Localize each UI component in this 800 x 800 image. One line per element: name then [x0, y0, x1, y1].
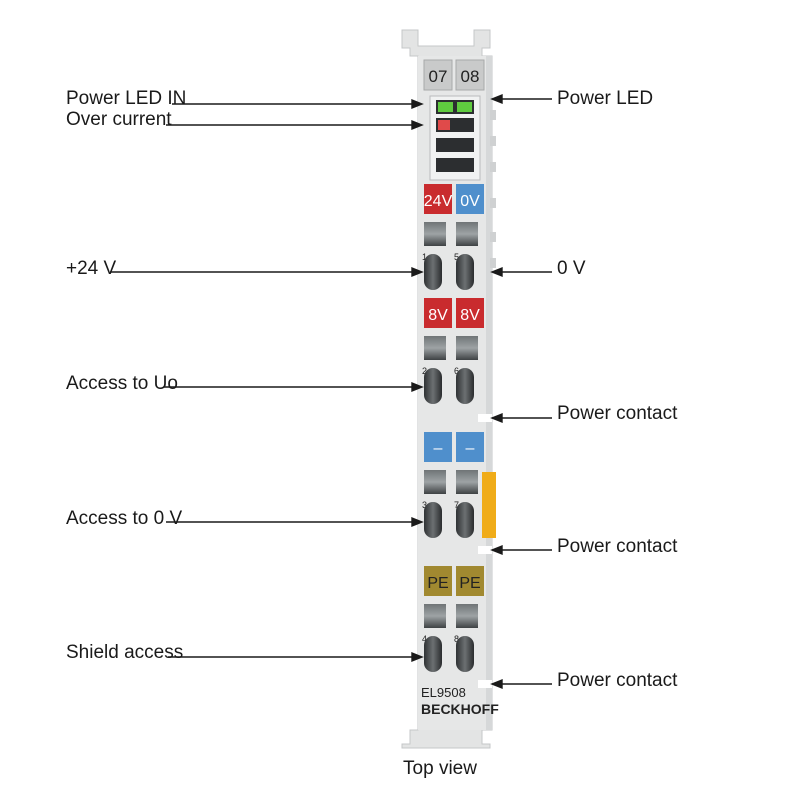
spring-contact-1[interactable] [424, 254, 442, 290]
pin-7-label: 7 [454, 500, 459, 510]
pin-5-label: 5 [454, 252, 459, 262]
callout-power-contact-1: Power contact [557, 403, 678, 424]
callout-shield-access: Shield access [66, 642, 184, 663]
pin-6-label: 6 [454, 366, 459, 376]
terminal-row-3: – – 3 7 [422, 432, 496, 538]
badge-minus-left: – [434, 440, 443, 457]
model-label: EL9508 [421, 685, 466, 700]
callout-power-led: Power LED [557, 88, 654, 109]
power-led-indicator [457, 102, 472, 112]
badge-minus-right: – [466, 440, 475, 457]
channel-tags: 07 08 [423, 59, 485, 91]
orange-release-tab[interactable] [482, 472, 496, 538]
callout-plus-24v: +24 V [66, 258, 117, 279]
spring-contact-5[interactable] [456, 254, 474, 290]
callout-access-0v: Access to 0 V [66, 508, 183, 529]
callout-0v: 0 V [557, 258, 586, 279]
pin-1-label: 1 [422, 252, 427, 262]
led-panel [429, 95, 481, 181]
badge-0v: 0V [460, 193, 480, 210]
brand-logo: BECKHOFF [421, 701, 499, 717]
power-led-in-indicator [438, 102, 453, 112]
callout-power-led-in: Power LED IN [66, 88, 187, 109]
callout-access-uo: Access to Uo [66, 373, 178, 394]
spring-contact-4[interactable] [424, 636, 442, 672]
terminal-row-1: 24V 0V 1 5 [422, 184, 484, 290]
badge-24v: 24V [424, 193, 453, 210]
spring-contact-2[interactable] [424, 368, 442, 404]
terminal-row-2: 8V 8V 2 6 [422, 298, 484, 404]
badge-pe-right: PE [459, 575, 480, 592]
callout-power-contact-3: Power contact [557, 670, 678, 691]
spring-contact-7[interactable] [456, 502, 474, 538]
figure-caption: Top view [403, 758, 477, 779]
spring-contact-8[interactable] [456, 636, 474, 672]
callout-power-contact-2: Power contact [557, 536, 678, 557]
over-current-indicator [438, 120, 450, 130]
callout-over-current: Over current [66, 109, 172, 130]
pin-2-label: 2 [422, 366, 427, 376]
spring-contact-6[interactable] [456, 368, 474, 404]
pin-3-label: 3 [422, 500, 427, 510]
badge-pe-left: PE [427, 575, 448, 592]
leader-lines [110, 93, 552, 690]
pin-8-label: 8 [454, 634, 459, 644]
channel-left-label: 07 [429, 67, 448, 86]
terminal-row-4: PE PE 4 8 [422, 566, 484, 672]
spring-contact-3[interactable] [424, 502, 442, 538]
badge-8v-right: 8V [460, 307, 480, 324]
channel-right-label: 08 [461, 67, 480, 86]
badge-8v-left: 8V [428, 307, 448, 324]
pin-4-label: 4 [422, 634, 427, 644]
